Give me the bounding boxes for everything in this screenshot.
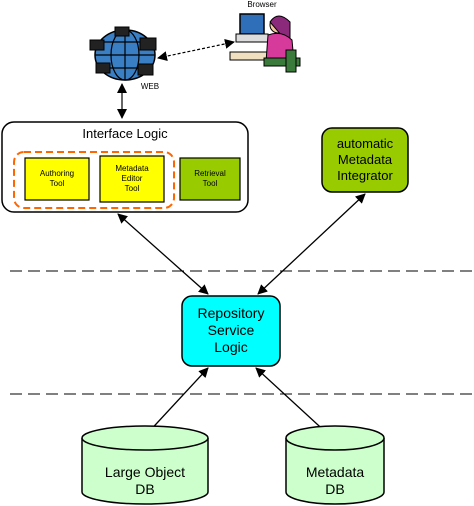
repository-largeobject-connector — [144, 367, 209, 437]
repository-service-logic-box — [181, 295, 281, 367]
web-browser-connector — [157, 38, 235, 62]
large-object-db-cylinder — [81, 425, 209, 505]
web-label: WEB — [140, 82, 160, 91]
integrator-repository-connector — [257, 193, 366, 295]
editing-tools-group — [13, 151, 175, 209]
metadata-db-cylinder — [285, 425, 385, 505]
retrieval-tool-box — [179, 157, 241, 201]
metadata-integrator-box — [321, 127, 409, 193]
computer-user-icon — [229, 13, 301, 73]
globe-icon — [89, 26, 157, 81]
repository-metadata-connector — [255, 367, 331, 437]
interface-logic-title: Interface Logic — [82, 126, 168, 141]
interface-repository-connector — [117, 213, 209, 295]
metadata-editor-tool-box — [99, 155, 165, 203]
browser-label: Browser — [247, 0, 277, 9]
authoring-tool-box — [24, 157, 90, 201]
